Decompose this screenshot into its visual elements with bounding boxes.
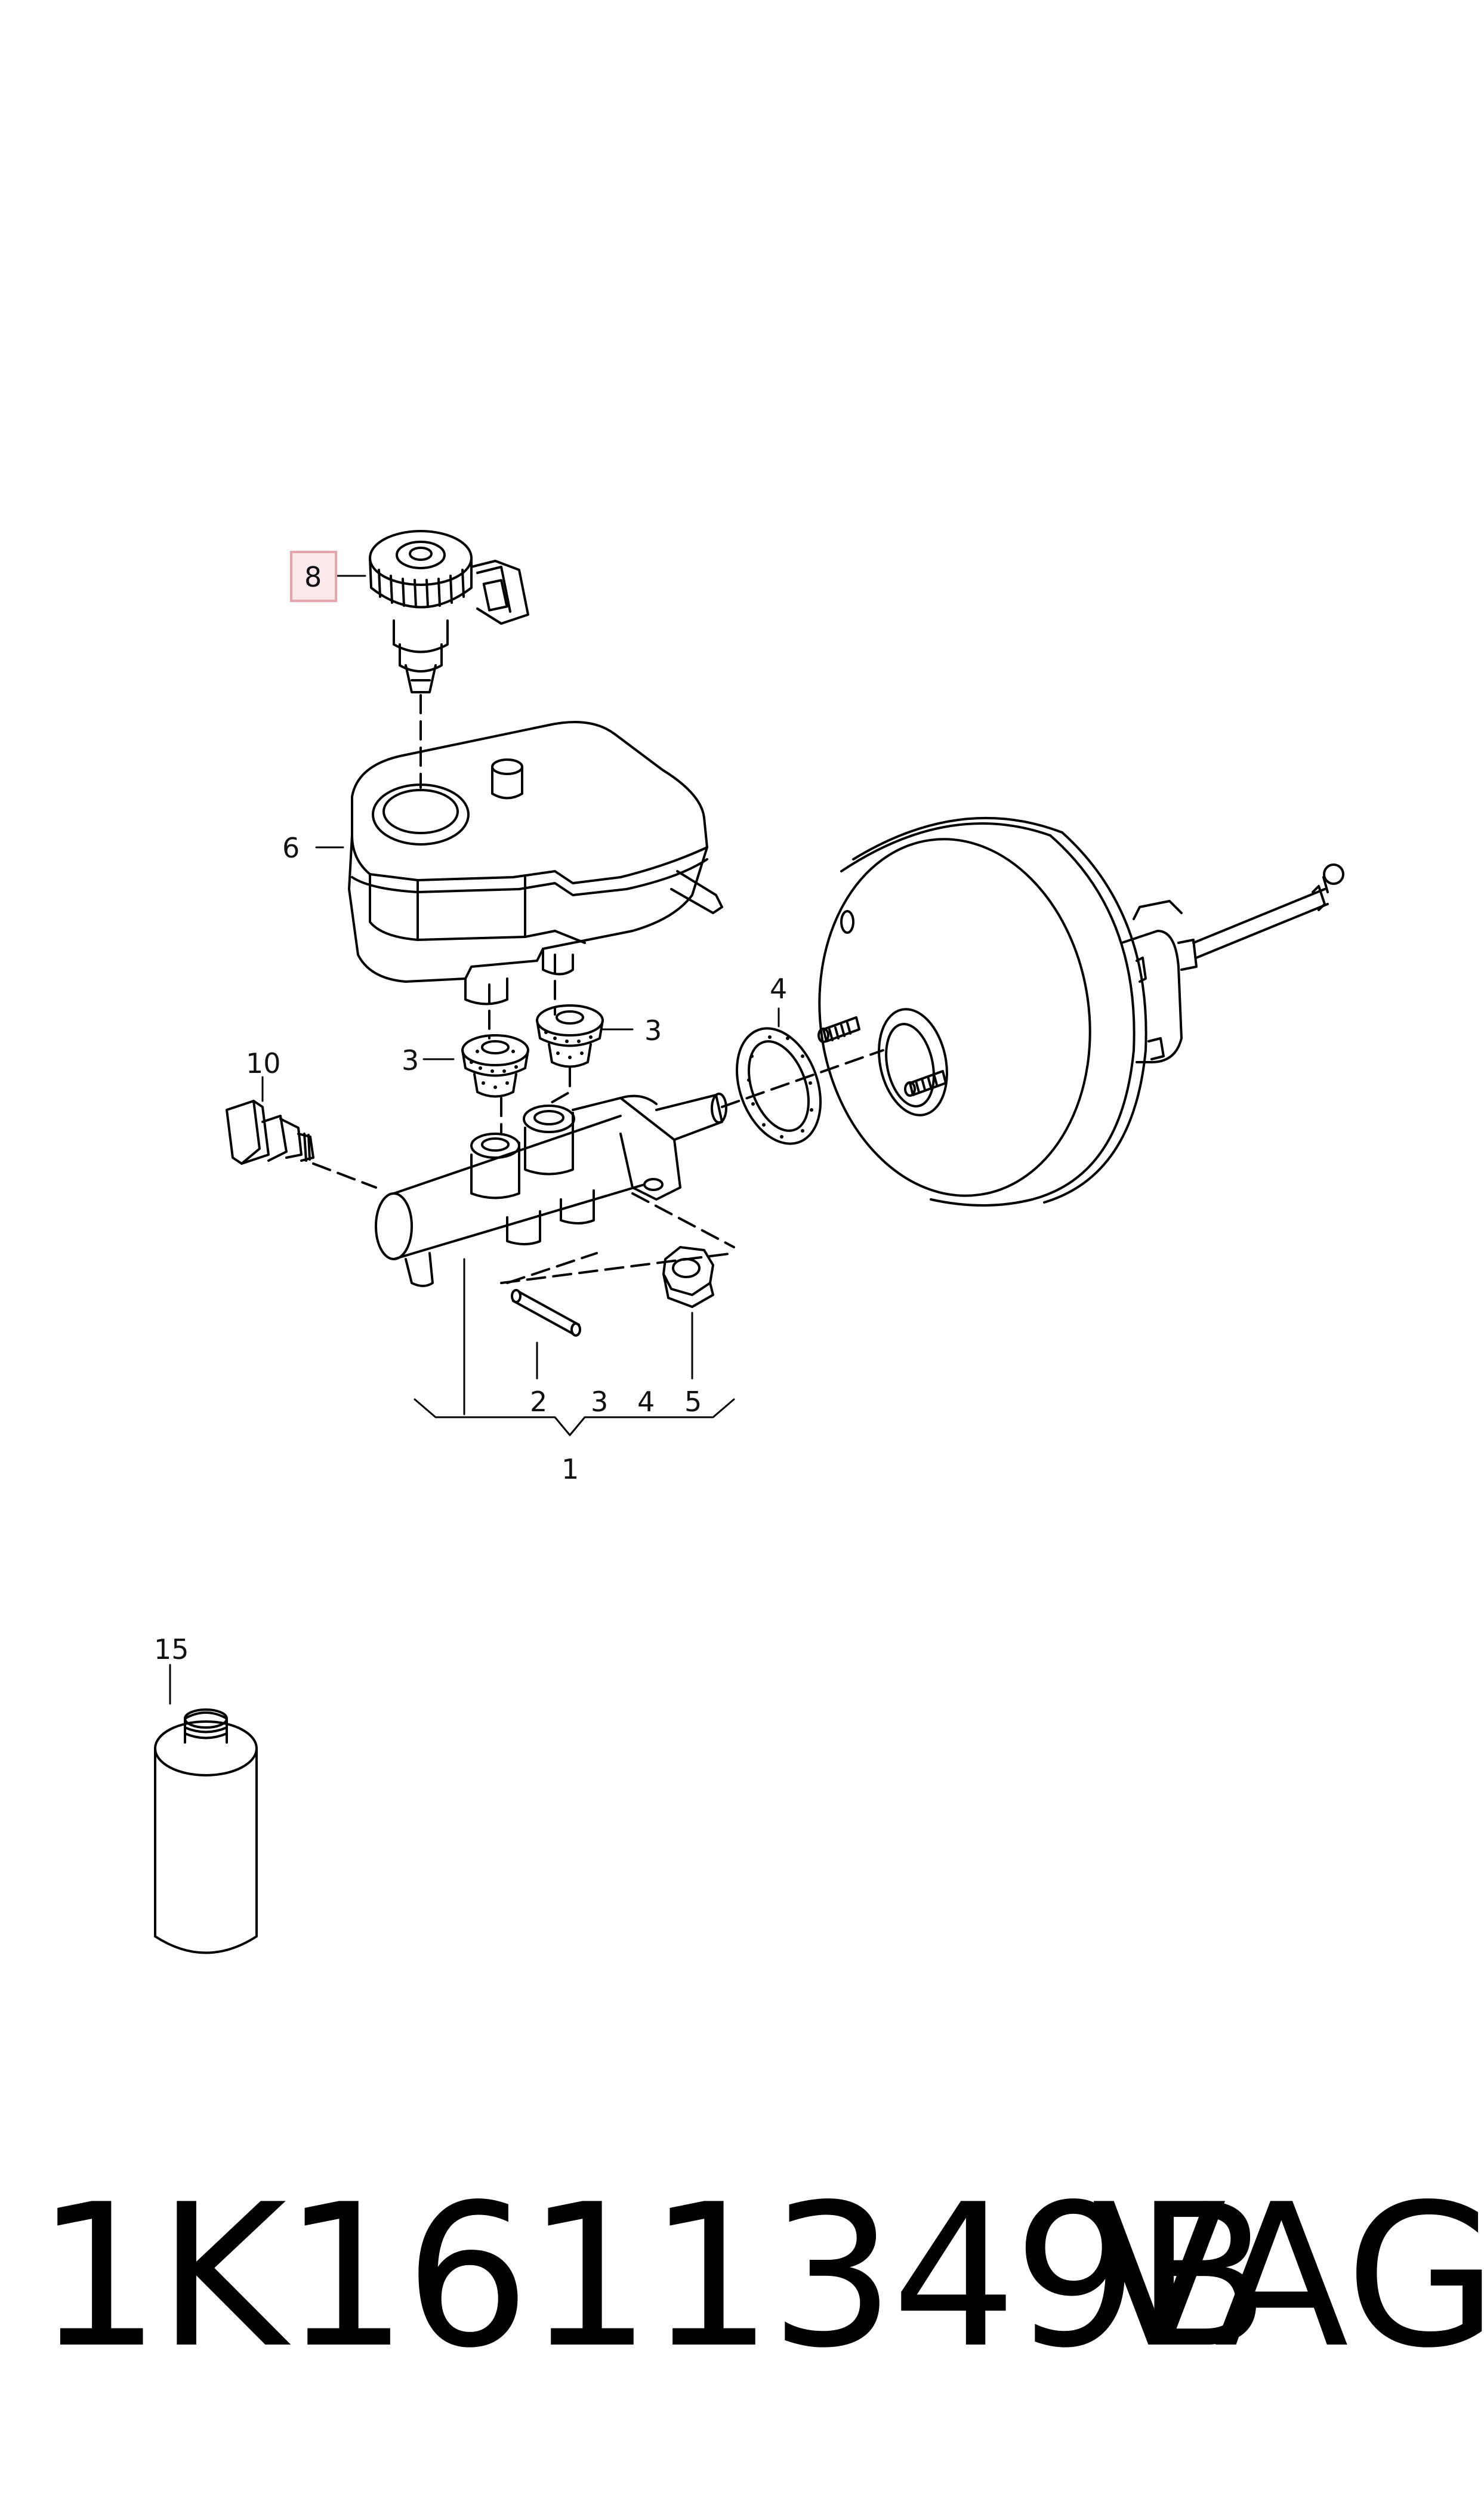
callout-1: 1 <box>561 1453 579 1485</box>
callout-8-highlight <box>290 551 337 602</box>
callout-4-gasket: 4 <box>770 973 787 1005</box>
brand-name: VAG <box>1092 2162 1484 2391</box>
callout-8: 8 <box>304 561 322 593</box>
reservoir-cap-sensor <box>369 530 529 693</box>
gasket-ring <box>735 1027 822 1145</box>
brake-fluid-bottle <box>154 1708 258 1954</box>
callout-5: 5 <box>684 1386 702 1418</box>
part-number: 1K1611349B <box>36 2162 1270 2391</box>
callout-3-left: 3 <box>402 1044 419 1076</box>
callout-10: 10 <box>246 1047 281 1079</box>
locating-pin <box>511 1289 581 1337</box>
callout-6: 6 <box>282 832 300 864</box>
callout-15: 15 <box>154 1633 189 1665</box>
callout-4-bottom: 4 <box>637 1386 655 1418</box>
brake-booster <box>817 816 1344 1207</box>
grommet-right <box>536 1004 604 1068</box>
master-cylinder <box>375 1093 727 1287</box>
leader-lines <box>169 575 780 1705</box>
hex-nut <box>662 1246 714 1308</box>
callout-labels: 8 6 3 3 4 10 2 3 4 5 1 15 <box>154 561 787 1665</box>
pressure-sensor <box>226 1100 314 1165</box>
brake-fluid-reservoir <box>348 721 723 1005</box>
callout-3-bottom: 3 <box>591 1386 608 1418</box>
callout-3-right: 3 <box>644 1014 662 1047</box>
grommet-left <box>461 1034 529 1098</box>
callout-2: 2 <box>530 1386 547 1418</box>
